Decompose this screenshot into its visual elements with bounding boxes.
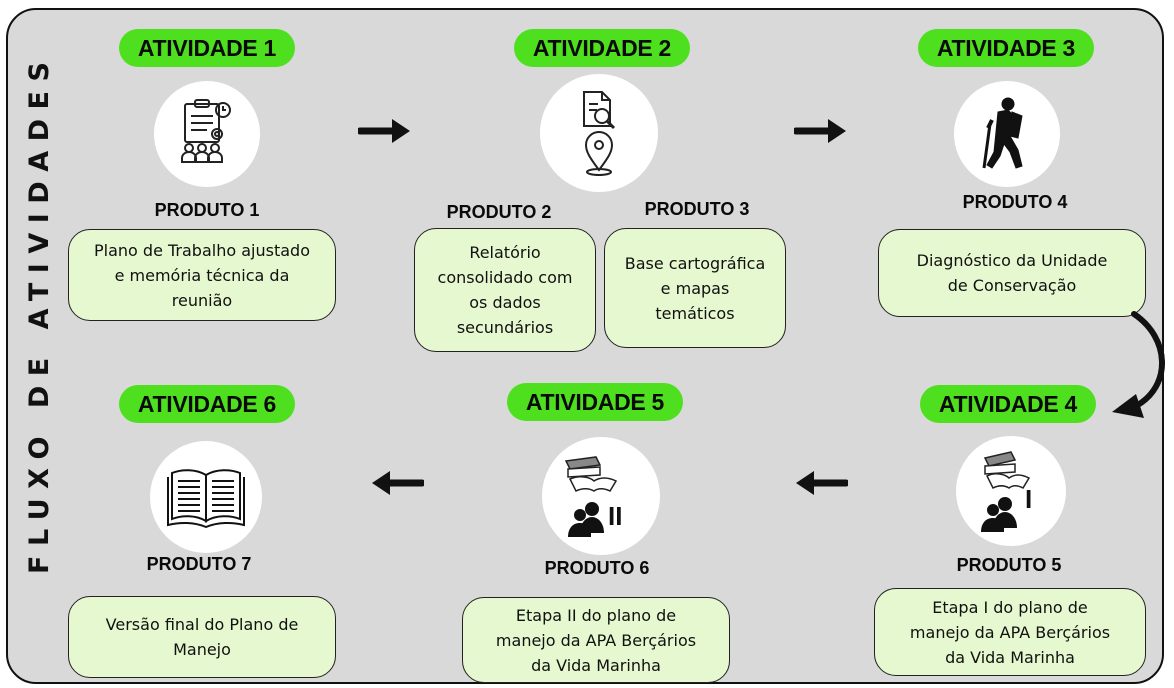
- product-5-text: Etapa I do plano de manejo da APA Berçár…: [909, 597, 1111, 667]
- product-3-text: Base cartográfica e mapas temáticos: [624, 253, 766, 323]
- product-7-label: PRODUTO 7: [146, 554, 252, 574]
- product-1-label: PRODUTO 1: [154, 200, 260, 220]
- product-2-box: Relatório consolidado com os dados secun…: [414, 228, 596, 352]
- books-people-stage-I-icon: I: [956, 436, 1066, 546]
- activity-1-label: ATIVIDADE 1: [119, 29, 295, 67]
- meeting-plan-icon: [154, 81, 260, 187]
- product-4-label: PRODUTO 4: [962, 192, 1068, 212]
- product-6-box: Etapa II do plano de manejo da APA Berçá…: [462, 597, 730, 683]
- product-1-box: Plano de Trabalho ajustado e memória téc…: [68, 229, 336, 321]
- open-book-icon: [150, 441, 262, 553]
- arrow-right-1: [358, 119, 410, 143]
- activity-6-label: ATIVIDADE 6: [119, 385, 295, 423]
- product-2-text: Relatório consolidado com os dados secun…: [437, 243, 573, 337]
- activity-4-label: ATIVIDADE 4: [920, 385, 1096, 423]
- product-5-label: PRODUTO 5: [956, 555, 1062, 575]
- activity-5-label: ATIVIDADE 5: [507, 383, 683, 421]
- arrow-right-2: [794, 119, 846, 143]
- arrow-left-1: [372, 471, 424, 495]
- stage-I-mark: I: [1025, 484, 1032, 514]
- activity-3-label: ATIVIDADE 3: [918, 29, 1094, 67]
- product-3-box: Base cartográfica e mapas temáticos: [604, 228, 786, 348]
- product-5-box: Etapa I do plano de manejo da APA Berçár…: [874, 588, 1146, 676]
- activity-2-label: ATIVIDADE 2: [514, 29, 690, 67]
- product-7-box: Versão final do Plano de Manejo: [68, 596, 336, 678]
- side-title: FLUXO DE ATIVIDADES: [24, 52, 55, 574]
- arrow-left-2: [796, 471, 848, 495]
- document-search-and-location-icon: [540, 74, 658, 192]
- product-4-text: Diagnóstico da Unidade de Conservação: [916, 251, 1108, 295]
- arrow-curve-down: [1112, 311, 1165, 418]
- books-people-stage-II-icon: II: [542, 437, 660, 555]
- product-1-text: Plano de Trabalho ajustado e memória téc…: [94, 240, 310, 310]
- product-6-label: PRODUTO 6: [544, 558, 650, 578]
- stage-II-mark: II: [608, 501, 622, 531]
- product-4-box: Diagnóstico da Unidade de Conservação: [878, 229, 1146, 317]
- hiker-icon: [954, 81, 1060, 187]
- product-3-label: PRODUTO 3: [644, 199, 750, 219]
- product-7-text: Versão final do Plano de Manejo: [105, 615, 299, 659]
- product-6-text: Etapa II do plano de manejo da APA Berçá…: [495, 605, 697, 675]
- product-2-label: PRODUTO 2: [446, 202, 552, 222]
